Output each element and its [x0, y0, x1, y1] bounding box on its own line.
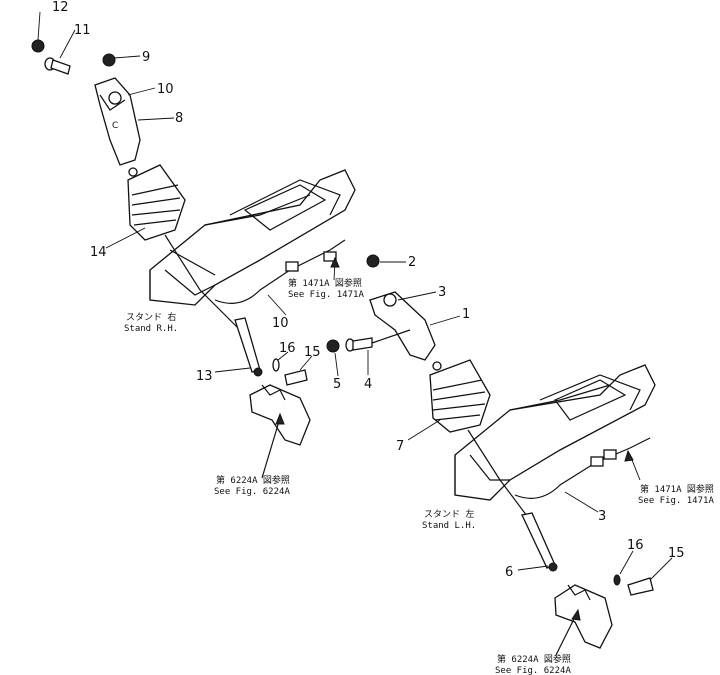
- callout-15-right: 15: [668, 546, 685, 561]
- note-fig6224a-bottom-jp: 第 6224A 図参照: [497, 653, 571, 665]
- nut-5: [326, 339, 340, 353]
- callout-7: 7: [396, 439, 404, 454]
- note-fig6224a-left-jp: 第 6224A 図参照: [216, 474, 290, 486]
- nut-2: [366, 254, 380, 268]
- connector-lh-1: [590, 456, 604, 467]
- callout-10-cable: 10: [272, 316, 289, 331]
- connector-lh-2: [603, 449, 617, 460]
- bolt-15-right: [627, 577, 654, 596]
- callout-2: 2: [408, 255, 416, 270]
- lever-knob-rh: C: [94, 77, 141, 166]
- note-stand-rh-jp: スタンド 右: [126, 311, 176, 323]
- stand-lh: [454, 364, 656, 501]
- reference-arrows: [261, 256, 634, 656]
- note-fig1471a-top: See Fig. 1471A: [288, 290, 364, 300]
- callout-3-bottom: 3: [598, 509, 606, 524]
- note-stand-lh: Stand L.H.: [422, 521, 476, 531]
- connector-rh-1: [285, 261, 299, 272]
- callout-14: 14: [90, 245, 107, 260]
- callout-5: 5: [333, 377, 341, 392]
- pin-16-right: [613, 574, 621, 586]
- callout-3-top: 3: [438, 285, 446, 300]
- pin-16-left: [272, 358, 280, 372]
- cable-rh: [214, 239, 346, 304]
- joint-13: [253, 367, 263, 377]
- bolt-4: [345, 337, 373, 352]
- rod-rh: [164, 234, 241, 331]
- note-fig6224a-bottom: See Fig. 6224A: [495, 666, 571, 675]
- callout-9: 9: [142, 50, 150, 65]
- boot-rh: [127, 164, 186, 241]
- note-fig1471a-right: See Fig. 1471A: [638, 496, 714, 506]
- joint-6: [548, 562, 558, 572]
- stand-rh: [149, 169, 356, 306]
- cable-lh: [514, 437, 651, 499]
- note-fig1471a-right-jp: 第 1471A 図参照: [640, 483, 714, 495]
- callout-numbers: 12 11 9 10 8 14 10 13 16 15 2 3 1 4 5 7 …: [52, 0, 685, 580]
- svg-text:C: C: [112, 121, 118, 131]
- callout-16-right: 16: [627, 538, 644, 553]
- callout-15-left: 15: [304, 345, 321, 360]
- callout-10-top: 10: [157, 82, 174, 97]
- bolt-4-line: [371, 329, 411, 344]
- leader-lines: [37, 11, 673, 581]
- callout-11: 11: [74, 23, 91, 38]
- bolt-11: [44, 57, 71, 75]
- boot-lh: [429, 359, 491, 433]
- valve-lh: [554, 584, 613, 649]
- nut-9: [102, 53, 116, 67]
- bolt-15-left: [284, 369, 308, 386]
- rod-6: [521, 512, 556, 569]
- callout-4: 4: [364, 377, 372, 392]
- rod-lh: [467, 429, 531, 521]
- lever-knob-lh: [369, 291, 436, 361]
- callout-1: 1: [462, 307, 470, 322]
- note-fig1471a-top-jp: 第 1471A 図参照: [288, 277, 362, 289]
- callout-13: 13: [196, 369, 213, 384]
- nut-12: [31, 39, 45, 53]
- callout-6: 6: [505, 565, 513, 580]
- rod-13: [234, 317, 261, 373]
- note-stand-rh: Stand R.H.: [124, 324, 178, 334]
- callout-16-left: 16: [279, 341, 296, 356]
- note-stand-lh-jp: スタンド 左: [424, 508, 474, 520]
- reference-notes: 第 1471A 図参照 See Fig. 1471A スタンド 右 Stand …: [124, 277, 714, 675]
- note-fig6224a-left: See Fig. 6224A: [214, 487, 290, 497]
- callout-8: 8: [175, 111, 183, 126]
- connector-rh-2: [323, 251, 337, 262]
- callout-12: 12: [52, 0, 69, 15]
